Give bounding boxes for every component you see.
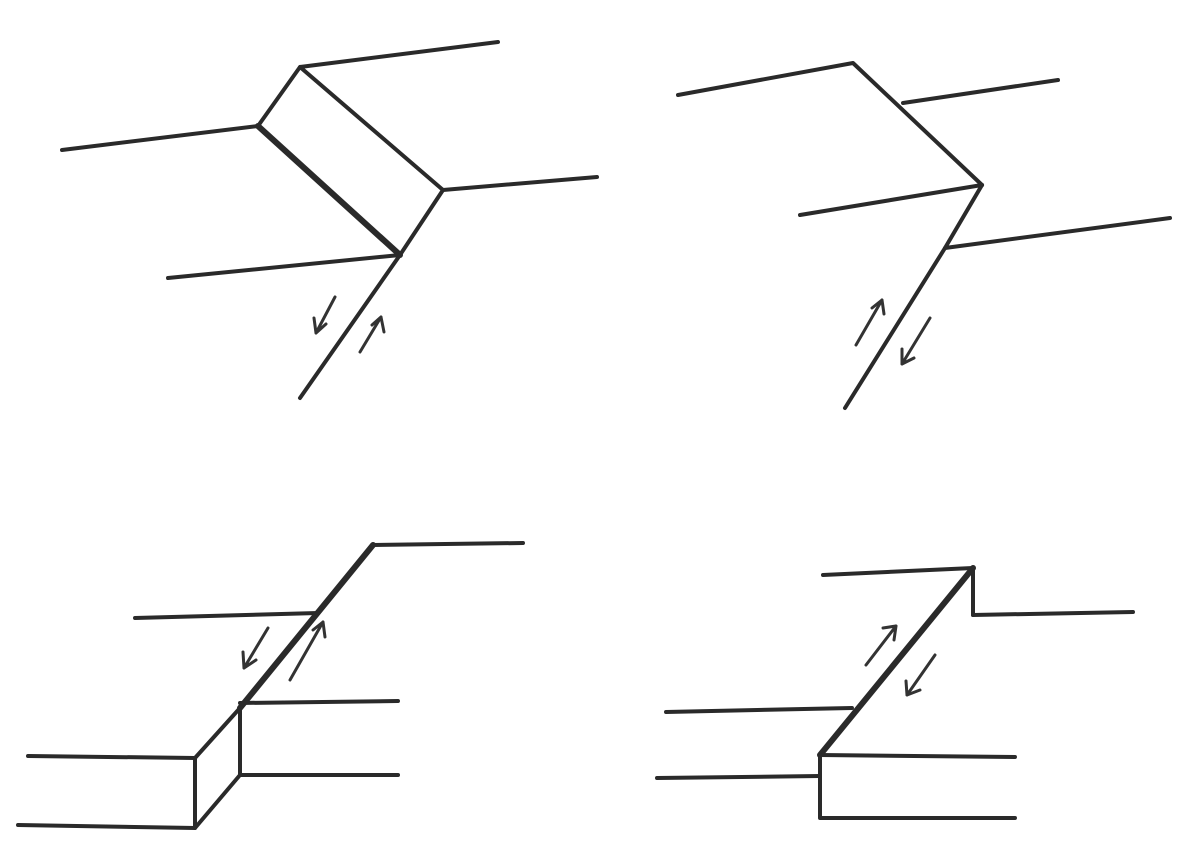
surface-line — [664, 706, 854, 714]
surface-line — [166, 253, 402, 280]
surface-line — [60, 124, 260, 152]
surface-line — [371, 541, 525, 547]
fault-line — [843, 246, 947, 410]
arrow-down-icon — [900, 316, 932, 366]
surface-line — [901, 78, 1060, 105]
fault-line — [298, 253, 402, 400]
surface-line — [798, 183, 984, 217]
block-edge — [818, 753, 1017, 759]
block-edge — [818, 753, 1017, 820]
panel-bottom-right — [655, 565, 1135, 820]
arrow-up-icon — [864, 624, 898, 667]
surface-line — [26, 754, 197, 760]
arrow-up-icon — [288, 620, 327, 682]
surface-line — [971, 610, 1135, 617]
block-edge — [256, 40, 500, 128]
panel-top-left — [60, 40, 599, 400]
block-edge — [943, 183, 1172, 250]
block-edge — [193, 706, 242, 830]
panel-top-right — [676, 61, 1172, 410]
surface-line — [133, 611, 320, 620]
surface-line — [238, 699, 400, 705]
surface-line — [655, 774, 822, 780]
block-edge — [676, 61, 984, 187]
arrow-down-icon — [241, 626, 270, 670]
arrow-down-icon — [312, 295, 337, 335]
arrow-down-icon — [904, 653, 937, 697]
surface-line — [16, 823, 197, 830]
fault-line — [237, 542, 376, 711]
arrow-up-icon — [358, 315, 386, 354]
panel-bottom-left — [16, 541, 525, 830]
block-edge — [255, 123, 403, 258]
block-edge — [298, 65, 599, 192]
fault-line — [817, 565, 976, 758]
block-edge — [398, 188, 445, 257]
arrow-up-icon — [854, 298, 886, 347]
